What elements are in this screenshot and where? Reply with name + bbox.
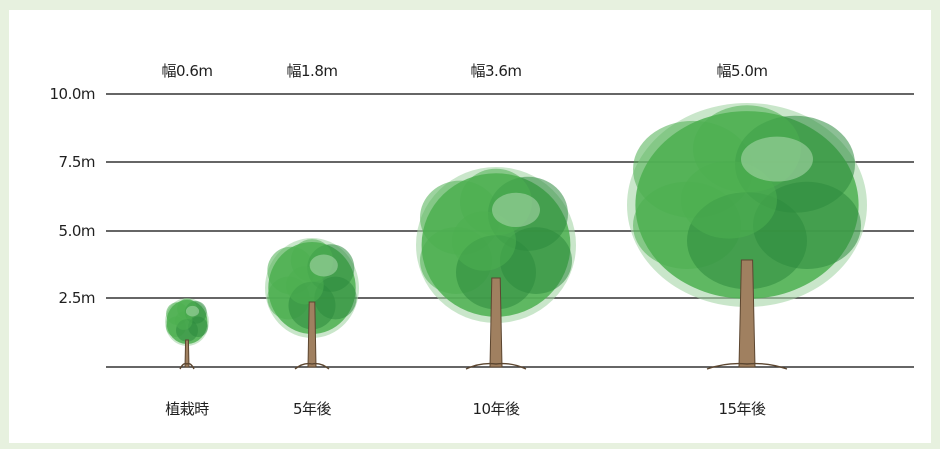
tree-10yr [416,167,576,370]
width-label-15yr: 幅5.0m [716,62,768,80]
stage-label-5yr: 5年後 [292,400,332,418]
tree-growth-illustration [106,93,914,370]
tree-15yr-roots [706,362,788,370]
tree-10yr-highlight [492,192,540,228]
width-label-10yr: 幅3.6m [470,62,522,80]
tree-planting-roots [179,362,195,370]
tree-10yr-roots [465,362,527,370]
y-axis-label-5m: 5.0m [58,222,96,240]
y-axis-label-2-5m: 2.5m [58,289,96,307]
tree-15yr-highlight [741,136,813,182]
stage-label-10yr: 10年後 [472,400,520,418]
tree-planting-trunk [184,339,190,368]
tree-5yr [265,238,359,370]
tree-10yr-foliage-blob-6 [452,211,516,271]
tree-15yr [627,103,867,370]
tree-5yr-trunk [307,301,317,368]
y-axis-label-7-5m: 7.5m [58,153,96,171]
tree-planting-highlight [185,305,200,317]
tree-5yr-highlight [309,254,338,277]
stage-label-15yr: 15年後 [718,400,766,418]
tree-15yr-trunk [738,259,756,368]
tree-planting-foliage-blob-6 [174,311,193,330]
tree-planting [165,298,209,370]
tree-growth-panel: 10.0m 7.5m 5.0m 2.5m 幅0.6m 幅1.8m 幅3.6m 幅… [9,10,931,443]
tree-5yr-roots [294,362,330,370]
width-label-5yr: 幅1.8m [286,62,338,80]
y-axis-label-10m: 10.0m [49,85,95,103]
tree-10yr-trunk [489,277,503,368]
stage-label-planting: 植栽時 [165,400,209,418]
tree-15yr-foliage-blob-6 [681,161,777,239]
width-label-planting: 幅0.6m [161,62,213,80]
tree-5yr-foliage-blob-6 [286,266,324,305]
